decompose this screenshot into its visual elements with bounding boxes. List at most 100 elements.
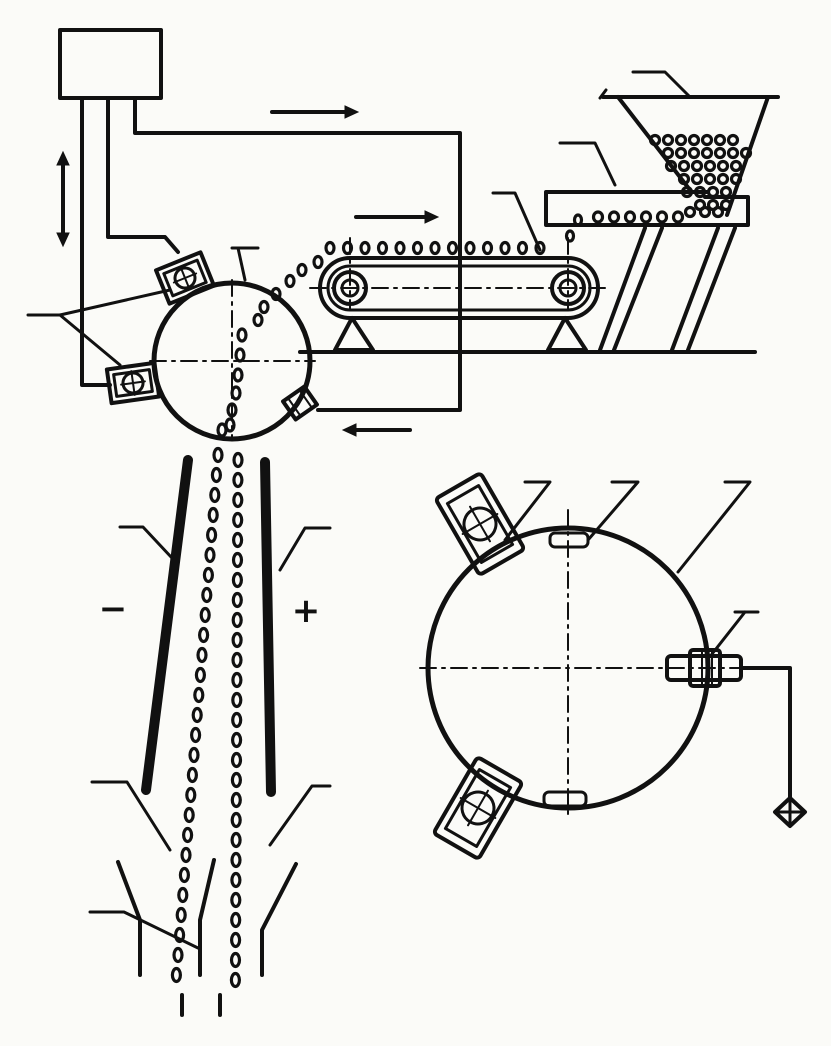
- wire-to-top-sensor: [106, 96, 180, 254]
- drum-beads: [216, 327, 248, 438]
- particle: [252, 312, 264, 328]
- particle: [206, 526, 218, 544]
- particle: [664, 159, 678, 173]
- particle: [188, 746, 200, 764]
- wire-to-right-sensor: [133, 96, 462, 412]
- hopper-beads: [648, 133, 753, 219]
- particle: [716, 172, 730, 186]
- particle: [534, 240, 546, 256]
- particle: [231, 711, 243, 729]
- particle: [719, 198, 733, 212]
- particle: [209, 486, 221, 504]
- ground-wire: [739, 666, 792, 802]
- particle: [312, 254, 324, 270]
- particle: [674, 133, 688, 147]
- particle: [376, 240, 389, 256]
- particle: [231, 671, 243, 689]
- particle: [231, 591, 243, 609]
- bin-leader-right: [268, 784, 332, 847]
- particle: [698, 205, 712, 219]
- particle: [212, 446, 224, 464]
- particle: [687, 133, 701, 147]
- particle: [411, 240, 424, 256]
- particle: [186, 766, 198, 784]
- negative-electrode-leader: [118, 525, 174, 560]
- particle: [172, 946, 184, 964]
- end-view-pad-leader: [586, 480, 640, 542]
- top-sensor: [154, 250, 216, 306]
- sensors-leader: [26, 288, 172, 367]
- particle: [674, 146, 688, 160]
- particle: [739, 146, 753, 160]
- particle: [464, 240, 476, 256]
- particle: [713, 146, 727, 160]
- particle: [700, 133, 714, 147]
- end-view-right-sensor-leader: [710, 610, 760, 656]
- particle: [677, 159, 691, 173]
- particle: [639, 210, 653, 224]
- particle: [232, 531, 244, 549]
- particle: [232, 451, 244, 469]
- particle: [703, 159, 717, 173]
- particle: [232, 471, 244, 489]
- particle: [687, 146, 701, 160]
- particle: [231, 571, 243, 589]
- particle: [230, 891, 242, 909]
- particle: [185, 786, 197, 804]
- particle: [726, 146, 740, 160]
- particle: [296, 262, 308, 278]
- particle: [671, 210, 685, 224]
- particle: [231, 551, 244, 569]
- ground-icon: [773, 796, 807, 828]
- particle: [231, 731, 243, 749]
- particle: [230, 931, 242, 949]
- flow-arrow-vertical: [56, 150, 70, 248]
- particle: [284, 273, 296, 289]
- particle: [177, 886, 189, 904]
- particle: [229, 951, 242, 969]
- particle: [690, 172, 704, 186]
- particle: [655, 210, 669, 224]
- tray-support: [598, 226, 737, 352]
- particle: [175, 906, 187, 924]
- particle: [234, 347, 246, 363]
- particle: [690, 159, 704, 173]
- particle: [481, 240, 494, 256]
- particle: [231, 691, 243, 709]
- particle: [207, 506, 219, 524]
- particle: [202, 566, 214, 584]
- drum-leader: [230, 246, 260, 282]
- particle: [174, 926, 186, 944]
- particle: [204, 546, 216, 564]
- particle: [230, 811, 242, 829]
- particle: [591, 210, 605, 224]
- left-sensor: [104, 360, 162, 406]
- particle: [623, 210, 637, 224]
- feed-tray-leader: [558, 141, 617, 187]
- particle: [700, 146, 714, 160]
- particle: [232, 511, 244, 529]
- particle: [661, 133, 675, 147]
- negative-electrode: [141, 455, 193, 795]
- particle: [194, 666, 206, 684]
- particle: [230, 385, 242, 401]
- particle: [516, 240, 529, 256]
- particle: [230, 791, 242, 809]
- particle: [229, 971, 241, 989]
- particle: [193, 686, 205, 704]
- particle: [703, 172, 717, 186]
- positive-electrode-leader: [278, 526, 332, 572]
- particle: [729, 172, 743, 186]
- control-box: [58, 28, 163, 100]
- particle: [677, 172, 691, 186]
- particle: [726, 133, 740, 147]
- particle: [564, 229, 576, 243]
- particle: [230, 831, 242, 849]
- particle: [201, 586, 213, 604]
- particle: [226, 402, 238, 418]
- particle: [716, 159, 730, 173]
- particle: [729, 159, 743, 173]
- feed-tray: [544, 190, 750, 227]
- particle: [607, 210, 621, 224]
